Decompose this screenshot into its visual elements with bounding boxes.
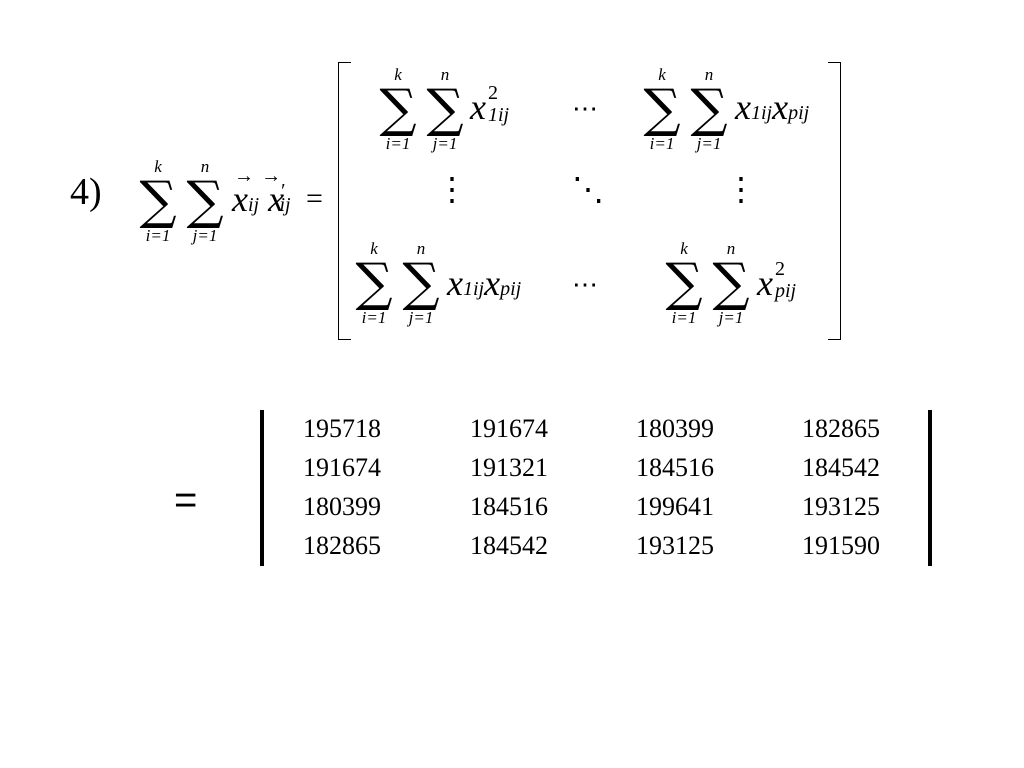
- matrix-cell: 182865: [303, 531, 381, 560]
- matrix-cell: 191321: [470, 453, 548, 482]
- vector-arrow-icon: →: [261, 165, 282, 187]
- equals-sign: =: [306, 182, 323, 215]
- matrix-cell: 184542: [802, 453, 880, 482]
- lhs-sum-j: n ∑ j=1: [183, 158, 227, 244]
- element-pp: x 2 pij: [757, 258, 797, 303]
- lhs-term: → xij → x′ij: [232, 165, 291, 219]
- sigma-symbol: ∑: [139, 171, 177, 231]
- hdots: ⋯: [572, 270, 598, 299]
- matrix-cell: 193125: [802, 492, 880, 521]
- vdots: ⋮: [436, 171, 468, 207]
- element-11: x 2 1ij: [470, 82, 510, 127]
- matrix-cell: 191590: [802, 531, 880, 560]
- vdots: ⋮: [725, 171, 757, 207]
- equation-label: 4): [70, 171, 102, 213]
- sum-j: n ∑ j=1: [402, 239, 440, 327]
- matrix-cell: 184542: [470, 531, 548, 560]
- matrix-cell: 180399: [303, 492, 381, 521]
- sum-i: k ∑ i=1: [665, 239, 703, 327]
- sum-lower-limit: i=1: [145, 226, 171, 245]
- result-equals-sign: =: [174, 478, 198, 522]
- element-1p: x1ijxpij: [735, 87, 810, 127]
- sigma-symbol: ∑: [186, 171, 224, 231]
- matrix-cell: 184516: [636, 453, 714, 482]
- sum-i: k ∑ i=1: [379, 65, 417, 153]
- matrix-left-bracket: [338, 62, 351, 340]
- matrix-cell: 199641: [636, 492, 714, 521]
- matrix-cell: 195718: [303, 414, 381, 443]
- vector-arrow-icon: →: [234, 165, 254, 187]
- ddots: ⋱: [572, 171, 604, 207]
- sum-i: k ∑ i=1: [355, 239, 393, 327]
- matrix-cell: 191674: [303, 453, 381, 482]
- matrix-cell: 193125: [636, 531, 714, 560]
- determinant-left-bar: [260, 410, 264, 566]
- hdots: ⋯: [572, 94, 598, 123]
- sum-upper-limit: n: [200, 157, 210, 176]
- matrix-cell: 184516: [470, 492, 548, 521]
- sum-upper-limit: k: [154, 157, 162, 176]
- lhs-sum-i: k ∑ i=1: [136, 158, 180, 244]
- matrix-cell: 180399: [636, 414, 714, 443]
- sum-i: k ∑ i=1: [643, 65, 681, 153]
- determinant-right-bar: [928, 410, 932, 566]
- matrix-cell: 182865: [802, 414, 880, 443]
- element-p1: x1ijxpij: [447, 263, 522, 303]
- sum-j: n ∑ j=1: [426, 65, 464, 153]
- matrix-cell: 191674: [470, 414, 548, 443]
- sum-j: n ∑ j=1: [712, 239, 750, 327]
- matrix-right-bracket: [828, 62, 841, 340]
- sum-j: n ∑ j=1: [690, 65, 728, 153]
- sum-lower-limit: j=1: [192, 226, 218, 245]
